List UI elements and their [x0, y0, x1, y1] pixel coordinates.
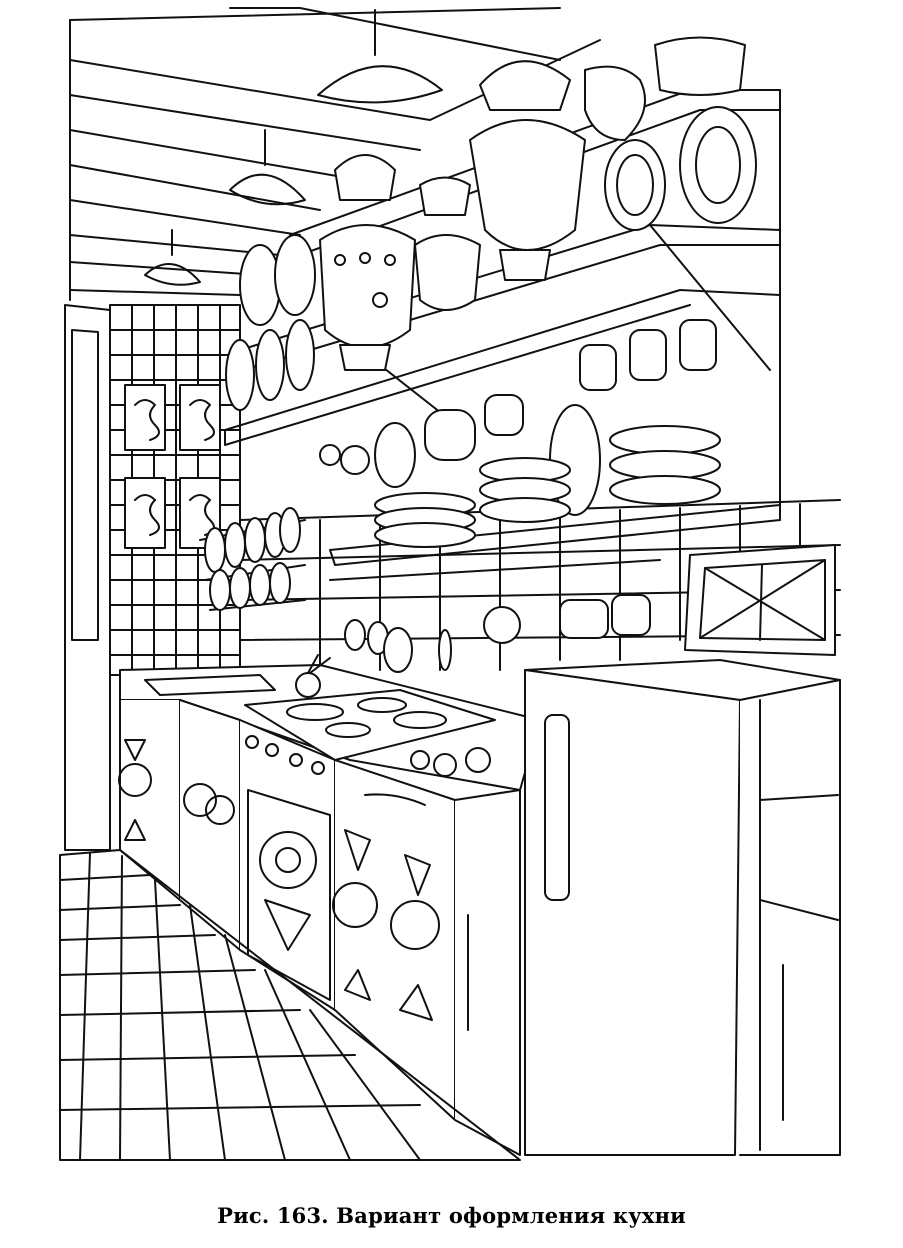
decorative-plates	[226, 107, 756, 410]
samovars	[320, 61, 585, 370]
figure-caption: Рис. 163. Вариант оформления кухни	[217, 1203, 686, 1228]
cutting-boards	[125, 385, 220, 548]
plate-stacks	[375, 426, 720, 547]
ceiling-planks	[70, 8, 600, 300]
kitchen-illustration	[0, 0, 903, 1185]
window-frame	[685, 545, 835, 655]
utensil-rail	[330, 560, 660, 672]
tiled-floor	[60, 850, 520, 1160]
top-shelf-pots	[585, 38, 745, 141]
refrigerator	[525, 660, 840, 1155]
dish-rack	[200, 508, 305, 610]
hanging-utensils	[320, 320, 716, 515]
ceiling-lamps	[145, 10, 442, 285]
cabinet-folk-ornaments	[119, 740, 468, 1030]
vegetables	[296, 655, 490, 776]
